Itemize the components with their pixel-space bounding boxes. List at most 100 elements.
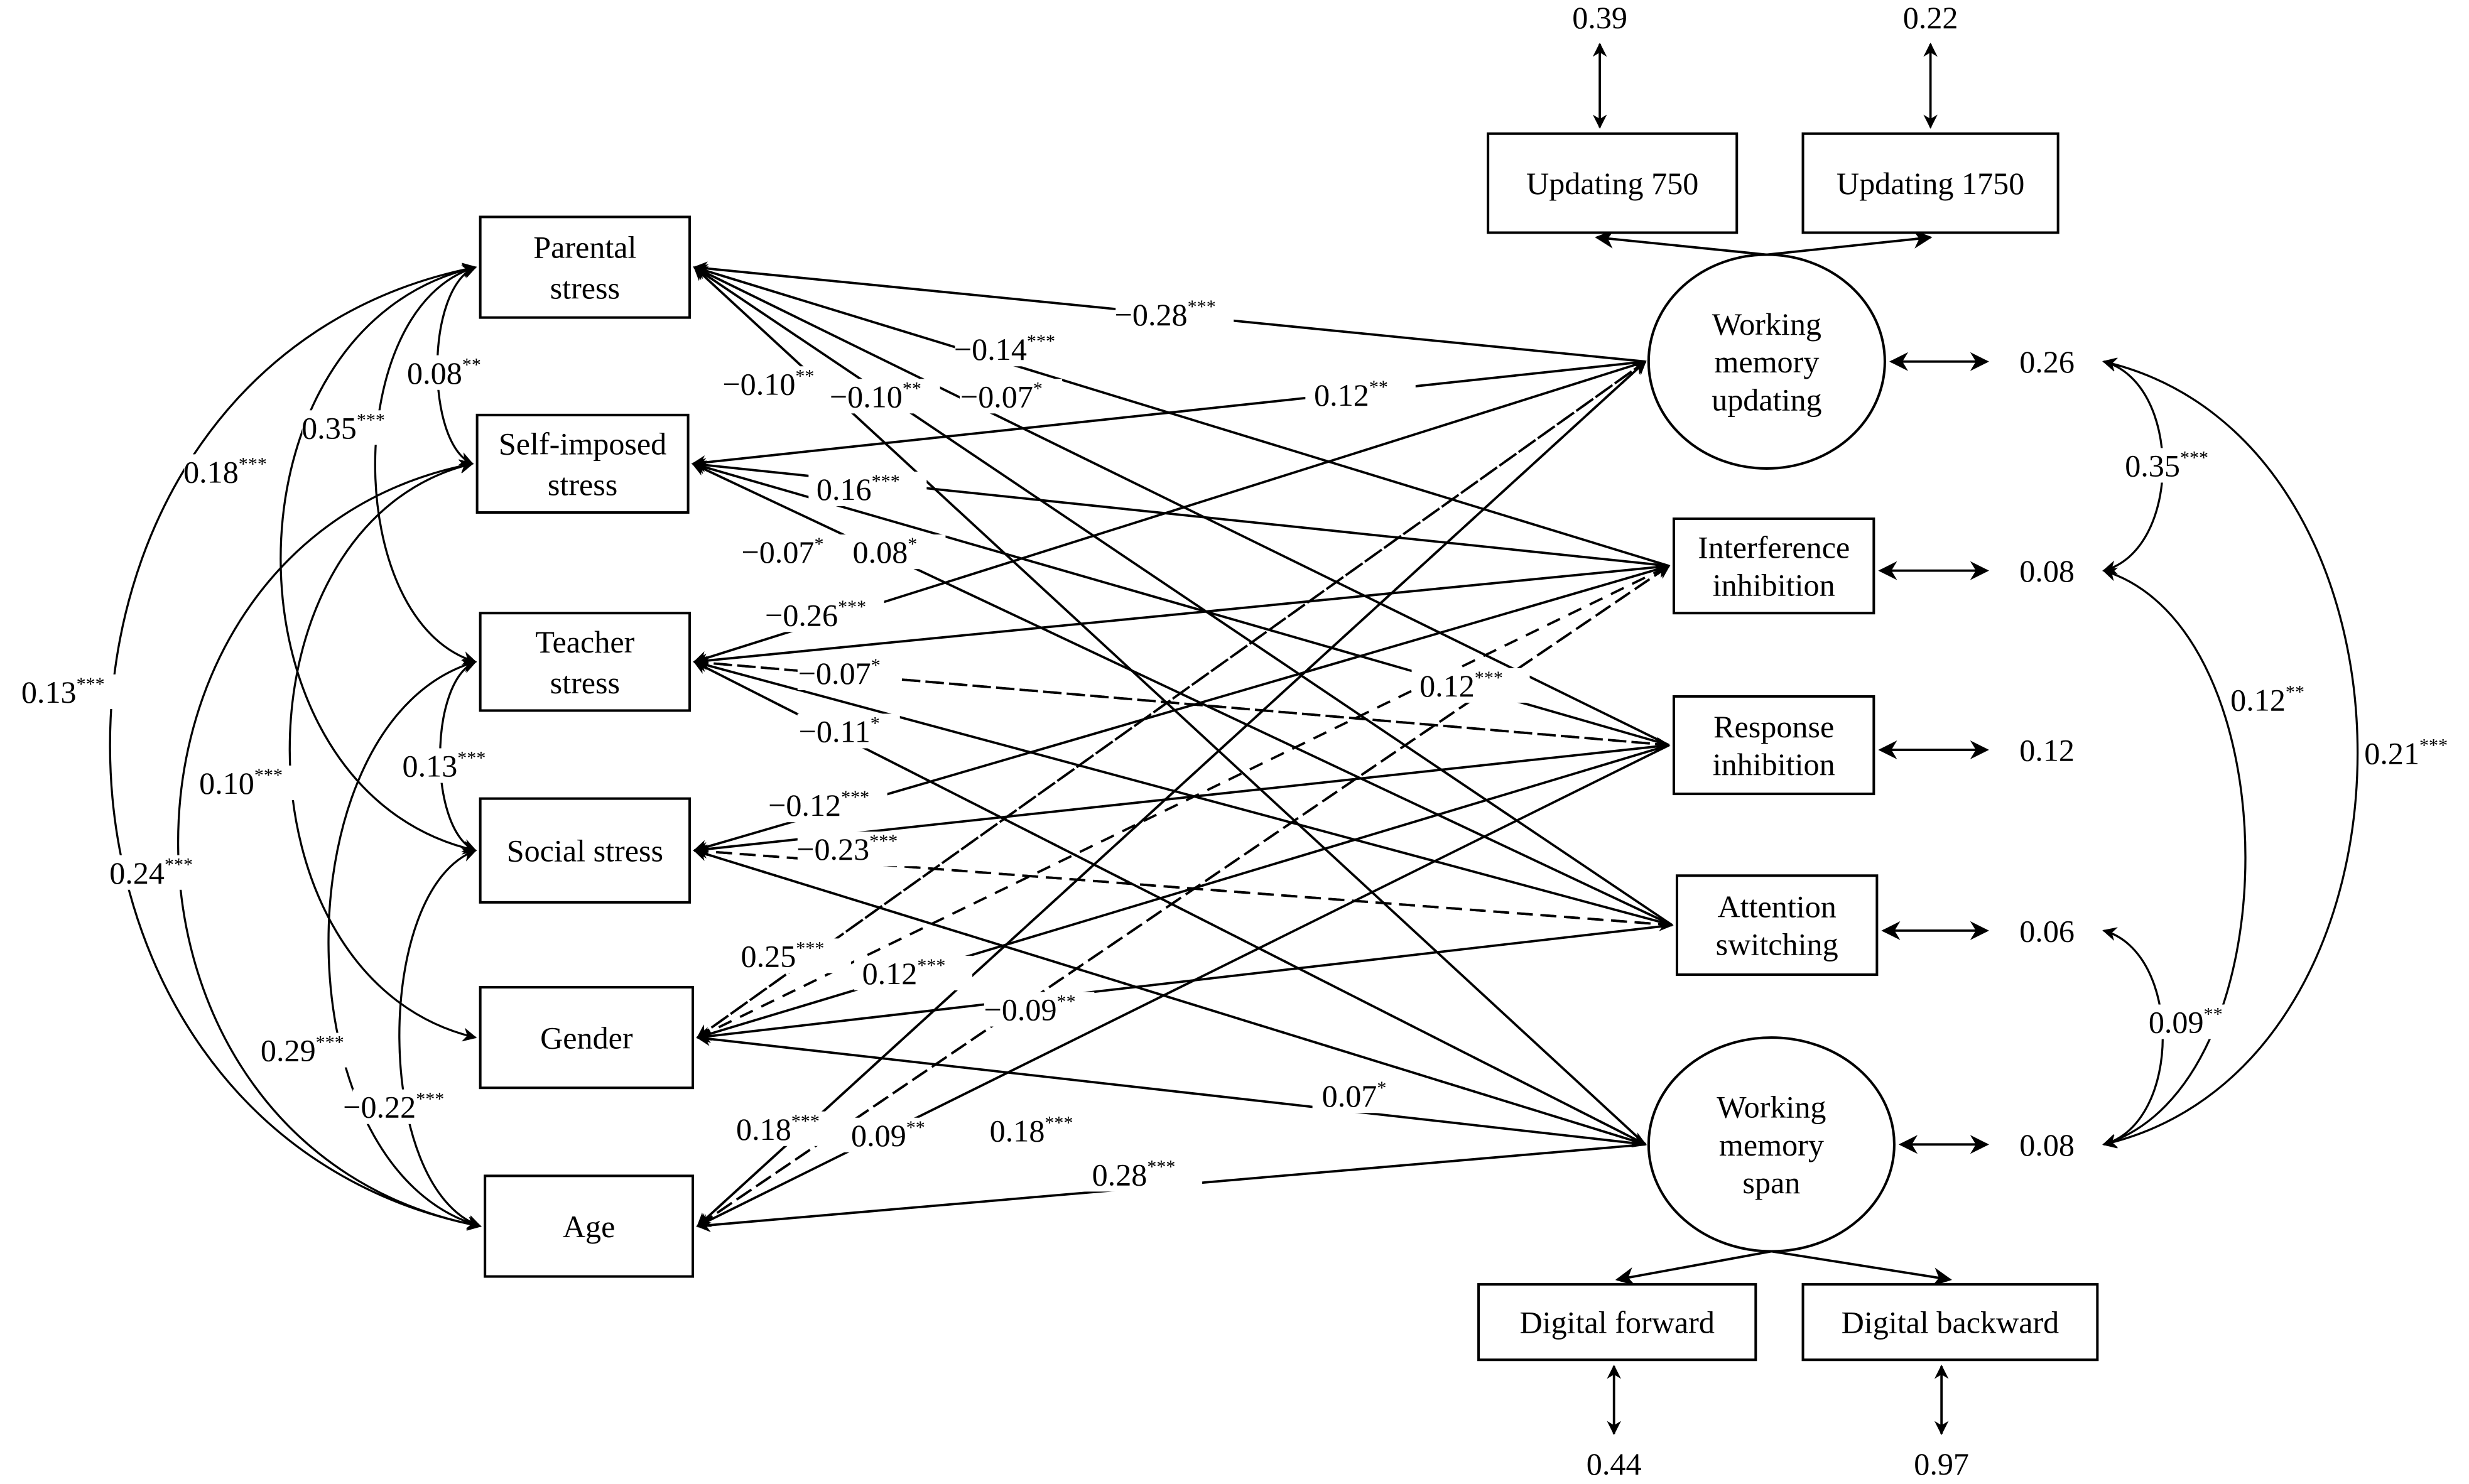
- residual-value: 0.12: [2019, 733, 2075, 768]
- path-attention-to-teacher: [693, 658, 1673, 926]
- covariance-social-age: [398, 848, 482, 1229]
- node-label: Digital forward: [1519, 1305, 1714, 1340]
- coef-value: 0.25: [741, 938, 796, 973]
- significance-stars: ***: [1027, 330, 1055, 352]
- node-box: [1801, 1283, 2099, 1362]
- node-box: [1672, 517, 1875, 615]
- coef-value: −0.09: [984, 992, 1057, 1027]
- indicator-digfwd: Digital forward 0.44: [1477, 1283, 1757, 1481]
- path-coef-attention-selfimposed: −0.07*: [741, 533, 823, 570]
- error-value: 0.22: [1903, 0, 1958, 35]
- path-coef-wmu-selfimposed: 0.12**: [1314, 376, 1388, 413]
- significance-stars: ***: [796, 937, 824, 958]
- coef-value: 0.18: [736, 1112, 791, 1147]
- covariance-label-teacher-age: 0.29***: [261, 1032, 344, 1068]
- significance-stars: ***: [841, 786, 869, 808]
- residual-covariance-label-attention-wms: 0.09**: [2149, 1004, 2223, 1040]
- node-label: Teacher: [535, 624, 634, 659]
- significance-stars: ***: [838, 596, 866, 617]
- path-interference-to-teacher: [693, 565, 1669, 668]
- predictor-social: Social stress: [479, 797, 692, 904]
- significance-stars: **: [1369, 376, 1388, 398]
- significance-stars: ***: [2180, 447, 2208, 468]
- path-line: [693, 264, 1669, 567]
- node-label: memory: [1714, 344, 1819, 379]
- path-coef-wmu-teacher: −0.26***: [765, 596, 866, 632]
- coef-value: −0.23: [796, 831, 869, 867]
- path-line: [693, 266, 1670, 747]
- significance-stars: ***: [869, 830, 898, 852]
- node-label: Response: [1713, 709, 1834, 744]
- node-label: Social stress: [507, 833, 663, 869]
- node-box: [479, 215, 692, 319]
- covariance-label-parental-social: 0.18***: [183, 453, 267, 489]
- node-label: Digital backward: [1842, 1305, 2059, 1340]
- significance-stars: *: [871, 712, 880, 734]
- significance-stars: *: [814, 533, 823, 555]
- node-box: [479, 797, 692, 904]
- node-label: Self-imposed: [499, 426, 666, 461]
- node-label: updating: [1712, 382, 1821, 417]
- coef-value: 0.35: [301, 410, 357, 445]
- residual-value: 0.06: [2019, 913, 2075, 948]
- path-coef-attention-parental: −0.10**: [722, 365, 814, 401]
- node-label: Working: [1717, 1090, 1826, 1125]
- residual-covariance-label-wmu-interference: 0.35***: [2125, 447, 2208, 483]
- significance-stars: ***: [254, 764, 283, 786]
- covariance-selfimposed-gender: [288, 460, 477, 1042]
- error-value: 0.44: [1587, 1446, 1642, 1481]
- significance-stars: ***: [1475, 667, 1503, 688]
- coef-value: −0.07: [798, 656, 871, 691]
- path-coef-attention-gender: −0.09**: [984, 991, 1076, 1027]
- coef-value: −0.12: [768, 788, 841, 823]
- coef-value: 0.18: [990, 1113, 1045, 1148]
- node-label: inhibition: [1713, 568, 1835, 603]
- node-label: Gender: [540, 1021, 633, 1056]
- coef-value: −0.07: [960, 379, 1033, 414]
- node-label: Age: [563, 1209, 616, 1244]
- dashed-path-social-wms: [694, 849, 1647, 1148]
- covariance-label-parental-teacher: 0.35***: [301, 409, 385, 445]
- significance-stars: **: [462, 354, 481, 376]
- significance-stars: ***: [316, 1032, 344, 1053]
- coef-value: 0.08: [407, 355, 462, 391]
- latent-ellipse: [1647, 253, 1886, 470]
- significance-stars: ***: [165, 854, 193, 875]
- path-line: [691, 360, 1646, 470]
- node-box: [1675, 874, 1879, 976]
- path-line: [693, 266, 1673, 926]
- significance-stars: ***: [917, 955, 945, 976]
- coef-value: 0.28: [1092, 1157, 1148, 1192]
- node-label: span: [1742, 1165, 1800, 1200]
- path-coef-attention-teacher: −0.11*: [799, 712, 880, 749]
- coef-value: 0.09: [2149, 1005, 2204, 1040]
- significance-stars: ***: [357, 409, 385, 430]
- node-box: [475, 413, 690, 514]
- coef-value: −0.26: [765, 597, 838, 632]
- covariance-label-parental-selfimposed: 0.08**: [407, 354, 481, 391]
- node-label: Attention: [1717, 889, 1836, 924]
- loading-arrow: [1766, 229, 1933, 256]
- residual-value: 0.26: [2019, 344, 2075, 379]
- dashed-path-age-wmu: [697, 360, 1647, 1227]
- node-label: stress: [550, 665, 620, 700]
- coef-value: 0.12: [1419, 668, 1475, 703]
- path-response-to-parental: [693, 266, 1670, 747]
- node-box: [479, 985, 695, 1090]
- coef-value: −0.07: [741, 534, 814, 570]
- path-coef-wmu-age: 0.18***: [736, 1110, 820, 1147]
- residual-value: 0.08: [2019, 1127, 2075, 1162]
- latent-ellipse: [1647, 1036, 1896, 1253]
- node-label: switching: [1716, 927, 1838, 962]
- covariance-parental-teacher: [374, 264, 477, 665]
- significance-stars: **: [2204, 1004, 2223, 1025]
- significance-stars: *: [871, 654, 881, 676]
- covariance-label-parental-age: 0.13***: [21, 673, 105, 710]
- coef-value: −0.22: [343, 1090, 416, 1125]
